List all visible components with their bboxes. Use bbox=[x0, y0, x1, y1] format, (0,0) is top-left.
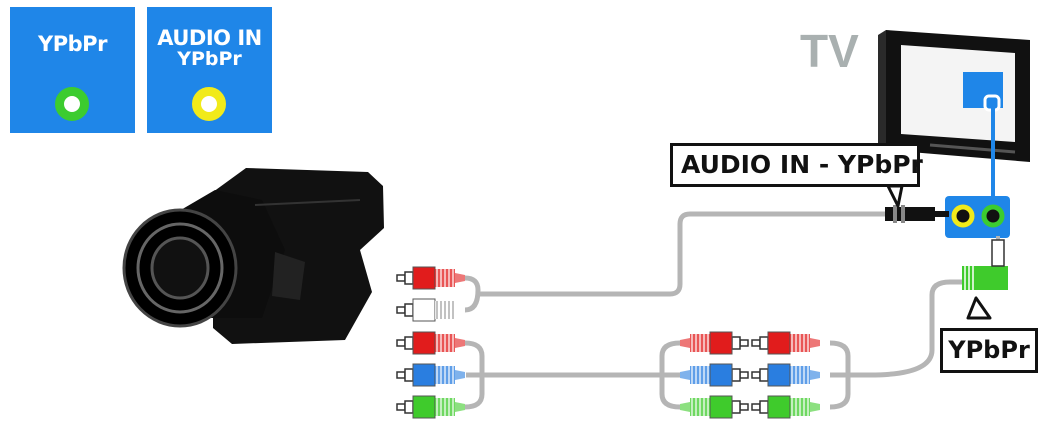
audio-in-ypbpr-badge: AUDIO IN YPbPr bbox=[147, 7, 272, 133]
ypbpr-adapter-plug-icon bbox=[962, 239, 1008, 290]
ypbpr-badge-label: YPbPr bbox=[38, 32, 107, 56]
plug-blue-mid-left bbox=[680, 363, 749, 387]
ypbpr-badge: YPbPr bbox=[10, 7, 135, 133]
audio-in-badge-sublabel: YPbPr bbox=[177, 48, 242, 70]
audio-jack-plug-icon bbox=[885, 205, 949, 223]
camcorder-icon bbox=[122, 168, 384, 344]
plug-red-mid-left bbox=[680, 331, 749, 355]
plug-green-video-left bbox=[396, 395, 465, 419]
plug-white-audio-left bbox=[396, 298, 465, 322]
tv-connector-panel bbox=[945, 108, 1010, 238]
ypbpr-callout: YPbPr bbox=[940, 328, 1038, 373]
plug-red-audio-left bbox=[396, 266, 465, 290]
audio-callout-tail bbox=[886, 184, 904, 208]
plug-green-mid-left bbox=[680, 395, 749, 419]
tv-label: TV bbox=[800, 25, 859, 77]
plug-green-mid-right bbox=[751, 395, 820, 419]
ypbpr-callout-tail bbox=[966, 296, 992, 320]
green-jack-icon bbox=[55, 87, 89, 121]
plug-red-video-left bbox=[396, 331, 465, 355]
plug-blue-video-left bbox=[396, 363, 465, 387]
cables bbox=[464, 211, 1000, 410]
audio-in-ypbpr-callout: AUDIO IN - YPbPr bbox=[670, 143, 923, 187]
plug-red-mid-right bbox=[751, 331, 820, 355]
audio-in-badge-label: AUDIO IN bbox=[157, 26, 262, 50]
plug-blue-mid-right bbox=[751, 363, 820, 387]
yellow-jack-icon bbox=[192, 87, 226, 121]
